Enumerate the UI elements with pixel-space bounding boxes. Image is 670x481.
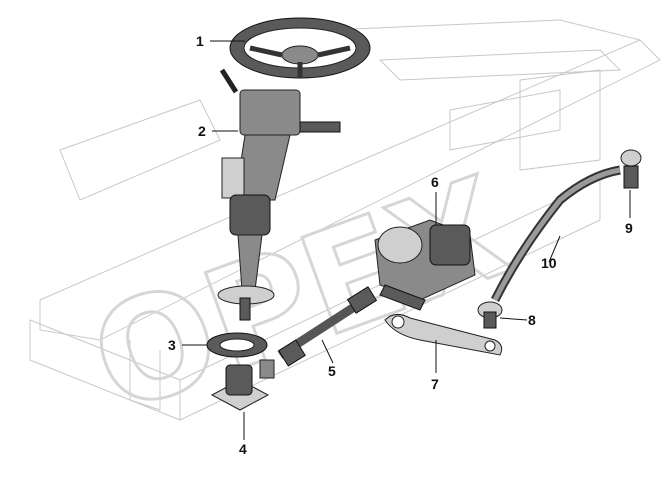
callout-7: 7 bbox=[431, 376, 439, 392]
callout-9: 9 bbox=[625, 220, 633, 236]
callout-8: 8 bbox=[528, 312, 536, 328]
callout-6: 6 bbox=[431, 174, 439, 190]
steering-gear-box bbox=[374, 219, 476, 311]
lower-ball-joint bbox=[477, 301, 503, 329]
callout-10: 10 bbox=[541, 255, 557, 271]
watermark-logo: OPEX bbox=[72, 147, 527, 446]
drag-link bbox=[490, 165, 621, 303]
gasket-plate bbox=[206, 332, 268, 358]
callout-3: 3 bbox=[168, 337, 176, 353]
steering-wheel bbox=[229, 17, 371, 79]
steering-column bbox=[217, 68, 341, 321]
intermediate-shaft bbox=[277, 286, 378, 367]
pitman-arm bbox=[384, 314, 503, 356]
callout-labels: 1 2 3 4 5 6 7 8 9 10 bbox=[168, 33, 633, 457]
callout-5: 5 bbox=[328, 363, 336, 379]
upper-ball-joint bbox=[620, 149, 642, 189]
callout-4: 4 bbox=[239, 441, 247, 457]
leader-lines bbox=[182, 40, 631, 440]
callout-1: 1 bbox=[196, 33, 204, 49]
mounting-bracket bbox=[210, 359, 275, 411]
callout-2: 2 bbox=[198, 123, 206, 139]
